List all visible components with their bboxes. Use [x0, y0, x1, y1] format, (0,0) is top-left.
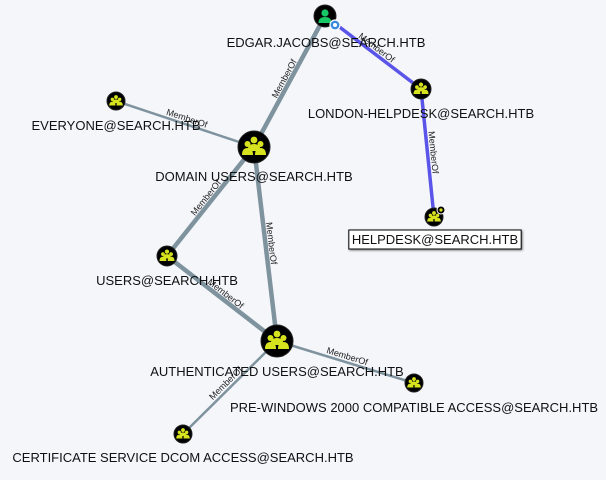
edge-users-authusers[interactable]: MemberOf: [164, 253, 280, 344]
node-edgar[interactable]: [313, 4, 341, 31]
node-domainusers[interactable]: [237, 130, 271, 164]
node-label-london[interactable]: LONDON-HELPDESK@SEARCH.HTB: [308, 106, 534, 121]
node-label-users[interactable]: USERS@SEARCH.HTB: [96, 273, 238, 288]
edge-line[interactable]: [164, 253, 280, 344]
node-prewin[interactable]: [404, 373, 424, 393]
edge-domainusers-users[interactable]: MemberOf: [164, 144, 257, 259]
group-icon: [242, 136, 266, 155]
edge-line[interactable]: [114, 99, 256, 149]
edge-line[interactable]: [251, 144, 280, 344]
group-icon: [109, 95, 123, 106]
node-label-helpdesk[interactable]: HELPDESK@SEARCH.HTB: [348, 229, 522, 250]
edge-label: MemberOf: [426, 131, 440, 175]
user-icon: [318, 9, 332, 23]
edge-line[interactable]: [419, 87, 436, 219]
node-label-text: LONDON-HELPDESK@SEARCH.HTB: [308, 106, 534, 121]
label-layer: EDGAR.JACOBS@SEARCH.HTB LONDON-HELPDESK@S…: [12, 35, 598, 465]
group-icon: [407, 377, 421, 388]
edge-domainusers-authusers[interactable]: MemberOf: [251, 144, 280, 344]
group-icon: [265, 330, 289, 349]
edge-authusers-certsvc[interactable]: MemberOf: [181, 339, 279, 436]
group-icon: [159, 249, 175, 261]
selected-label-box: [348, 229, 522, 250]
edge-london-helpdesk[interactable]: MemberOf: [419, 87, 441, 219]
node-layer: [106, 4, 446, 444]
node-label-everyone[interactable]: EVERYONE@SEARCH.HTB: [32, 118, 201, 133]
node-label-text: AUTHENTICATED USERS@SEARCH.HTB: [150, 364, 403, 379]
node-label-prewin[interactable]: PRE-WINDOWS 2000 COMPATIBLE ACCESS@SEARC…: [230, 400, 598, 415]
edge-line[interactable]: [323, 14, 423, 91]
node-label-text: DOMAIN USERS@SEARCH.HTB: [155, 169, 352, 184]
node-helpdesk[interactable]: [424, 205, 446, 227]
edge-line[interactable]: [275, 339, 416, 385]
node-label-text: PRE-WINDOWS 2000 COMPATIBLE ACCESS@SEARC…: [230, 400, 598, 415]
node-label-text: USERS@SEARCH.HTB: [96, 273, 238, 288]
node-everyone[interactable]: [106, 91, 126, 111]
node-users[interactable]: [156, 245, 178, 267]
node-label-text: EVERYONE@SEARCH.HTB: [32, 118, 201, 133]
node-label-text: HELPDESK@SEARCH.HTB: [352, 232, 518, 247]
group-icon: [427, 211, 441, 222]
node-label-text: EDGAR.JACOBS@SEARCH.HTB: [227, 35, 426, 50]
node-certsvc[interactable]: [173, 424, 193, 444]
node-london[interactable]: [410, 78, 432, 100]
edge-line[interactable]: [164, 144, 257, 259]
node-label-edgar[interactable]: EDGAR.JACOBS@SEARCH.HTB: [227, 35, 426, 50]
edge-line[interactable]: [251, 13, 328, 150]
group-icon: [413, 82, 429, 94]
node-label-domainusers[interactable]: DOMAIN USERS@SEARCH.HTB: [155, 169, 352, 184]
group-icon: [176, 428, 190, 439]
node-authusers[interactable]: [260, 324, 294, 358]
node-label-authusers[interactable]: AUTHENTICATED USERS@SEARCH.HTB: [150, 364, 403, 379]
node-label-certsvc[interactable]: CERTIFICATE SERVICE DCOM ACCESS@SEARCH.H…: [12, 450, 353, 465]
owned-badge-icon: [436, 205, 446, 215]
edge-line[interactable]: [181, 339, 279, 436]
node-label-text: CERTIFICATE SERVICE DCOM ACCESS@SEARCH.H…: [12, 450, 353, 465]
target-badge-icon: [329, 19, 341, 31]
